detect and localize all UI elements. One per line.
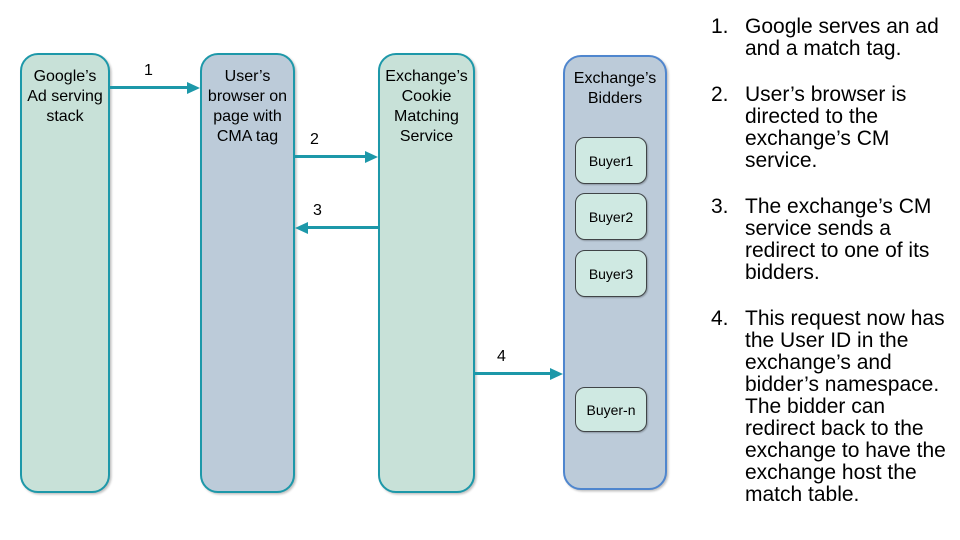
step-item-1: 1. Google serves an ad and a match tag. (711, 16, 956, 60)
arrow-4-line (475, 372, 552, 375)
arrow-left-icon (295, 221, 308, 234)
step-3-number: 3. (711, 195, 729, 218)
buyer-box-2: Buyer2 (575, 193, 647, 240)
arrow-step-2: 2 (295, 131, 378, 165)
node-user-browser: User’s browser on page with CMA tag (200, 53, 295, 493)
arrow-1-label: 1 (144, 62, 153, 79)
arrow-right-icon (365, 150, 378, 163)
buyer-box-3: Buyer3 (575, 250, 647, 297)
buyer-box-1: Buyer1 (575, 137, 647, 184)
arrow-1-line (110, 86, 189, 89)
node-google-ad-serving-stack: Google’s Ad serving stack (20, 53, 110, 493)
arrow-right-icon (187, 81, 200, 94)
buyer-3-label: Buyer3 (588, 265, 634, 282)
arrow-2-line (295, 155, 367, 158)
node-browser-label: User’s browser on page with CMA tag (207, 68, 288, 145)
arrow-step-1: 1 (110, 62, 200, 96)
arrow-right-icon (550, 367, 563, 380)
step-item-3: 3. The exchange’s CM service sends a red… (711, 196, 956, 284)
arrow-step-3: 3 (295, 202, 378, 236)
arrow-2-label: 2 (310, 131, 319, 148)
arrow-step-4: 4 (475, 348, 563, 382)
buyer-1-label: Buyer1 (588, 152, 634, 169)
arrow-4-label: 4 (497, 348, 506, 365)
node-exchange-bidders: Exchange’s Bidders Buyer1 Buyer2 Buyer3 … (563, 55, 667, 490)
step-2-number: 2. (711, 83, 729, 106)
step-3-text: The exchange’s CM service sends a redire… (745, 195, 932, 284)
node-google-label: Google’s Ad serving stack (27, 68, 103, 125)
arrow-3-label: 3 (313, 202, 322, 219)
buyer-n-label: Buyer-n (586, 401, 636, 418)
arrow-3-line (306, 226, 378, 229)
buyer-2-label: Buyer2 (588, 208, 634, 225)
node-cms-label: Exchange’s Cookie Matching Service (385, 68, 468, 145)
step-1-number: 1. (711, 15, 729, 38)
step-item-2: 2. User’s browser is directed to the exc… (711, 84, 956, 172)
step-2-text: User’s browser is directed to the exchan… (745, 83, 907, 172)
step-4-number: 4. (711, 307, 729, 330)
buyer-box-n: Buyer-n (575, 387, 647, 432)
step-4-text: This request now has the User ID in the … (745, 307, 946, 506)
node-bidders-label: Exchange’s Bidders (573, 70, 657, 107)
step-list: 1. Google serves an ad and a match tag. … (711, 16, 956, 530)
node-cookie-matching-service: Exchange’s Cookie Matching Service (378, 53, 475, 493)
step-item-4: 4. This request now has the User ID in t… (711, 308, 956, 506)
step-1-text: Google serves an ad and a match tag. (745, 15, 939, 60)
